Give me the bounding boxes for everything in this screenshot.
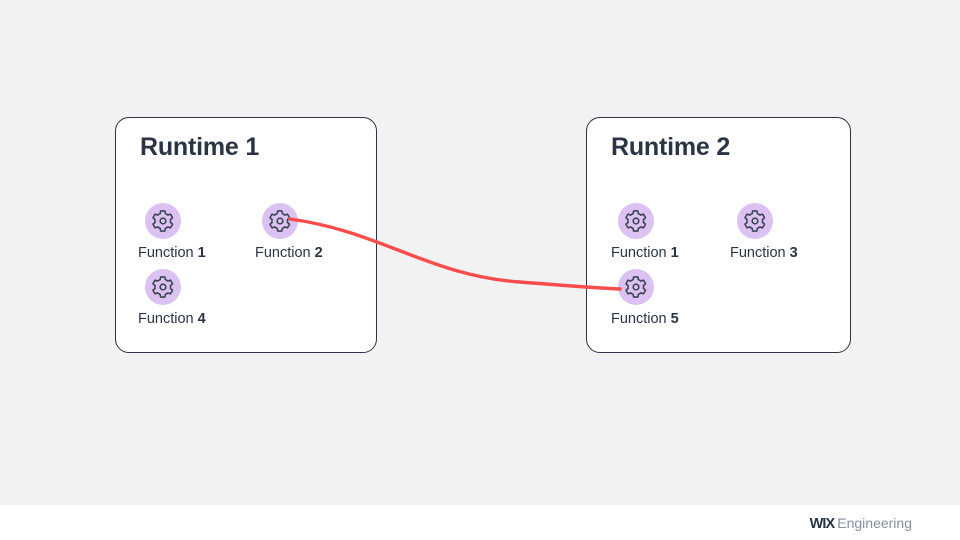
function-label-prefix: Function: [611, 245, 667, 261]
function-node-label: Function 1: [138, 245, 248, 261]
function-node-label: Function 3: [730, 245, 840, 261]
runtime-card-2: Runtime 2: [586, 117, 851, 353]
wix-logo-subtitle: Engineering: [837, 515, 912, 531]
function-label-prefix: Function: [730, 245, 786, 261]
function-label-prefix: Function: [611, 311, 667, 327]
wix-engineering-logo: WIX Engineering: [810, 515, 912, 532]
runtime-card-1-title: Runtime 1: [140, 133, 260, 161]
gear-icon: [618, 269, 654, 305]
function-node-runtime2-function5[interactable]: Function 5: [611, 269, 721, 327]
function-node-label: Function 1: [611, 245, 721, 261]
gear-icon: [145, 269, 181, 305]
gear-icon: [262, 203, 298, 239]
gear-icon: [618, 203, 654, 239]
function-node-runtime1-function1[interactable]: Function 1: [138, 203, 248, 261]
gear-icon: [737, 203, 773, 239]
runtime-card-2-title: Runtime 2: [611, 133, 731, 161]
function-label-number: 2: [314, 245, 323, 261]
function-node-runtime2-function3[interactable]: Function 3: [730, 203, 840, 261]
function-node-runtime2-function1[interactable]: Function 1: [611, 203, 721, 261]
function-node-label: Function 2: [255, 245, 365, 261]
footer-bar: WIX Engineering: [0, 505, 960, 540]
function-node-label: Function 4: [138, 311, 248, 327]
function-node-runtime1-function4[interactable]: Function 4: [138, 269, 248, 327]
function-label-prefix: Function: [255, 245, 311, 261]
function-label-number: 5: [670, 311, 679, 327]
function-label-prefix: Function: [138, 245, 194, 261]
function-label-number: 3: [789, 245, 798, 261]
function-label-number: 1: [670, 245, 679, 261]
function-label-number: 1: [197, 245, 206, 261]
wix-logo-mark: WIX: [809, 516, 836, 532]
function-node-runtime1-function2[interactable]: Function 2: [255, 203, 365, 261]
function-label-prefix: Function: [138, 311, 194, 327]
function-node-label: Function 5: [611, 311, 721, 327]
function-label-number: 4: [197, 311, 206, 327]
gear-icon: [145, 203, 181, 239]
